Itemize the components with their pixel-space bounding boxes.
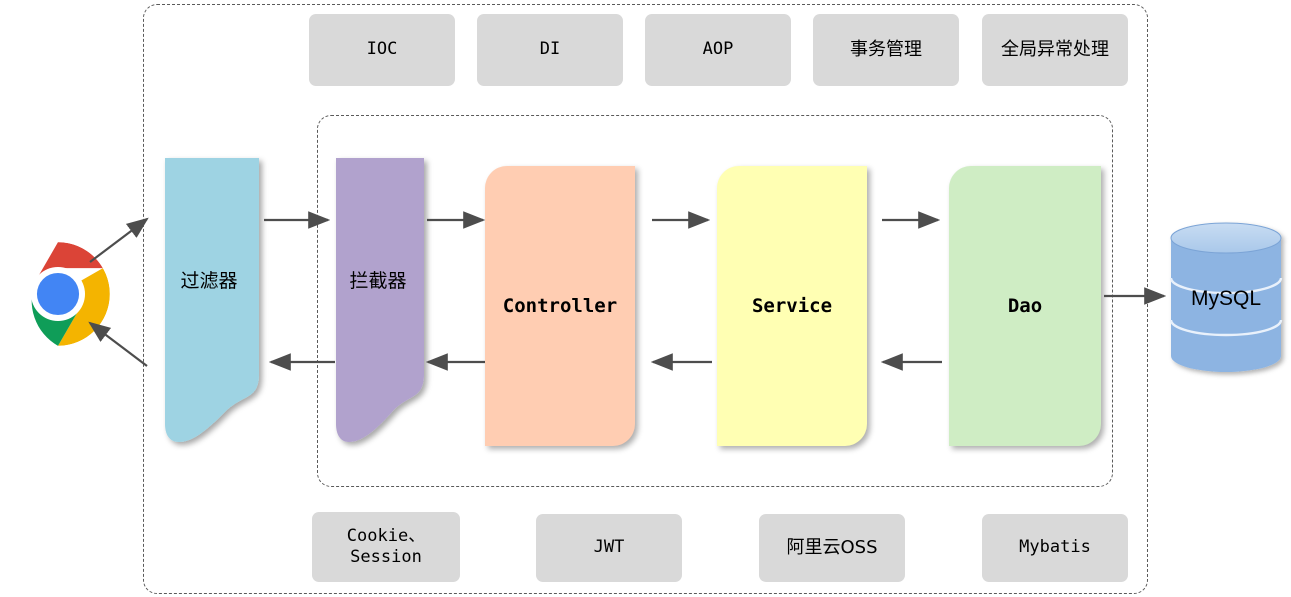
filter-label: 过滤器 bbox=[180, 270, 238, 292]
inner-spring-boot-boundary bbox=[317, 115, 1113, 487]
chip-transaction-management: 事务管理 bbox=[813, 14, 959, 86]
arrow-service-to-dao bbox=[880, 211, 946, 229]
interceptor-label: 拦截器 bbox=[349, 270, 407, 292]
chip-aliyun-oss: 阿里云OSS bbox=[759, 514, 905, 582]
arrow-dao-to-service bbox=[874, 353, 944, 371]
chip-label: DI bbox=[539, 39, 561, 60]
mysql-database-node: MySQL bbox=[1168, 222, 1291, 372]
arrow-dao-to-mysql bbox=[1102, 287, 1172, 305]
arrow-service-to-controller bbox=[644, 353, 714, 371]
chip-label: 阿里云OSS bbox=[786, 536, 878, 558]
layer-controller: Controller bbox=[485, 166, 635, 446]
filter-node: 过滤器 bbox=[163, 156, 261, 446]
chip-label: IOC bbox=[366, 39, 398, 60]
chip-label: Cookie、 Session bbox=[346, 525, 426, 567]
chip-global-exception-handling: 全局异常处理 bbox=[982, 14, 1128, 86]
chip-label: 全局异常处理 bbox=[1001, 38, 1109, 60]
chip-label: Mybatis bbox=[1019, 537, 1091, 558]
layer-service: Service bbox=[717, 166, 867, 446]
layer-label: Dao bbox=[1007, 295, 1043, 317]
chip-mybatis: Mybatis bbox=[982, 514, 1128, 582]
chip-label: AOP bbox=[702, 39, 734, 60]
mysql-label: MySQL bbox=[1190, 287, 1261, 310]
layer-dao: Dao bbox=[949, 166, 1101, 446]
arrow-controller-to-service bbox=[650, 211, 716, 229]
chip-ioc: IOC bbox=[309, 14, 455, 86]
arrow-client-to-filter bbox=[85, 200, 265, 380]
arrow-controller-to-interceptor bbox=[419, 353, 489, 371]
arrow-interceptor-to-controller bbox=[425, 211, 491, 229]
layer-label: Service bbox=[751, 295, 833, 317]
chip-cookie-session: Cookie、 Session bbox=[312, 512, 460, 582]
arrow-interceptor-to-filter bbox=[262, 353, 337, 371]
interceptor-node: 拦截器 bbox=[334, 156, 424, 446]
database-cylinder-icon bbox=[1169, 222, 1283, 372]
interceptor-wave-shape bbox=[336, 158, 424, 442]
layer-label: Controller bbox=[502, 295, 618, 317]
arrow-filter-to-interceptor bbox=[262, 211, 337, 229]
chip-aop: AOP bbox=[645, 14, 791, 86]
chip-jwt: JWT bbox=[536, 514, 682, 582]
chip-label: JWT bbox=[593, 537, 625, 558]
filter-wave-shape bbox=[165, 158, 259, 442]
chip-di: DI bbox=[477, 14, 623, 86]
chip-label: 事务管理 bbox=[850, 38, 922, 60]
